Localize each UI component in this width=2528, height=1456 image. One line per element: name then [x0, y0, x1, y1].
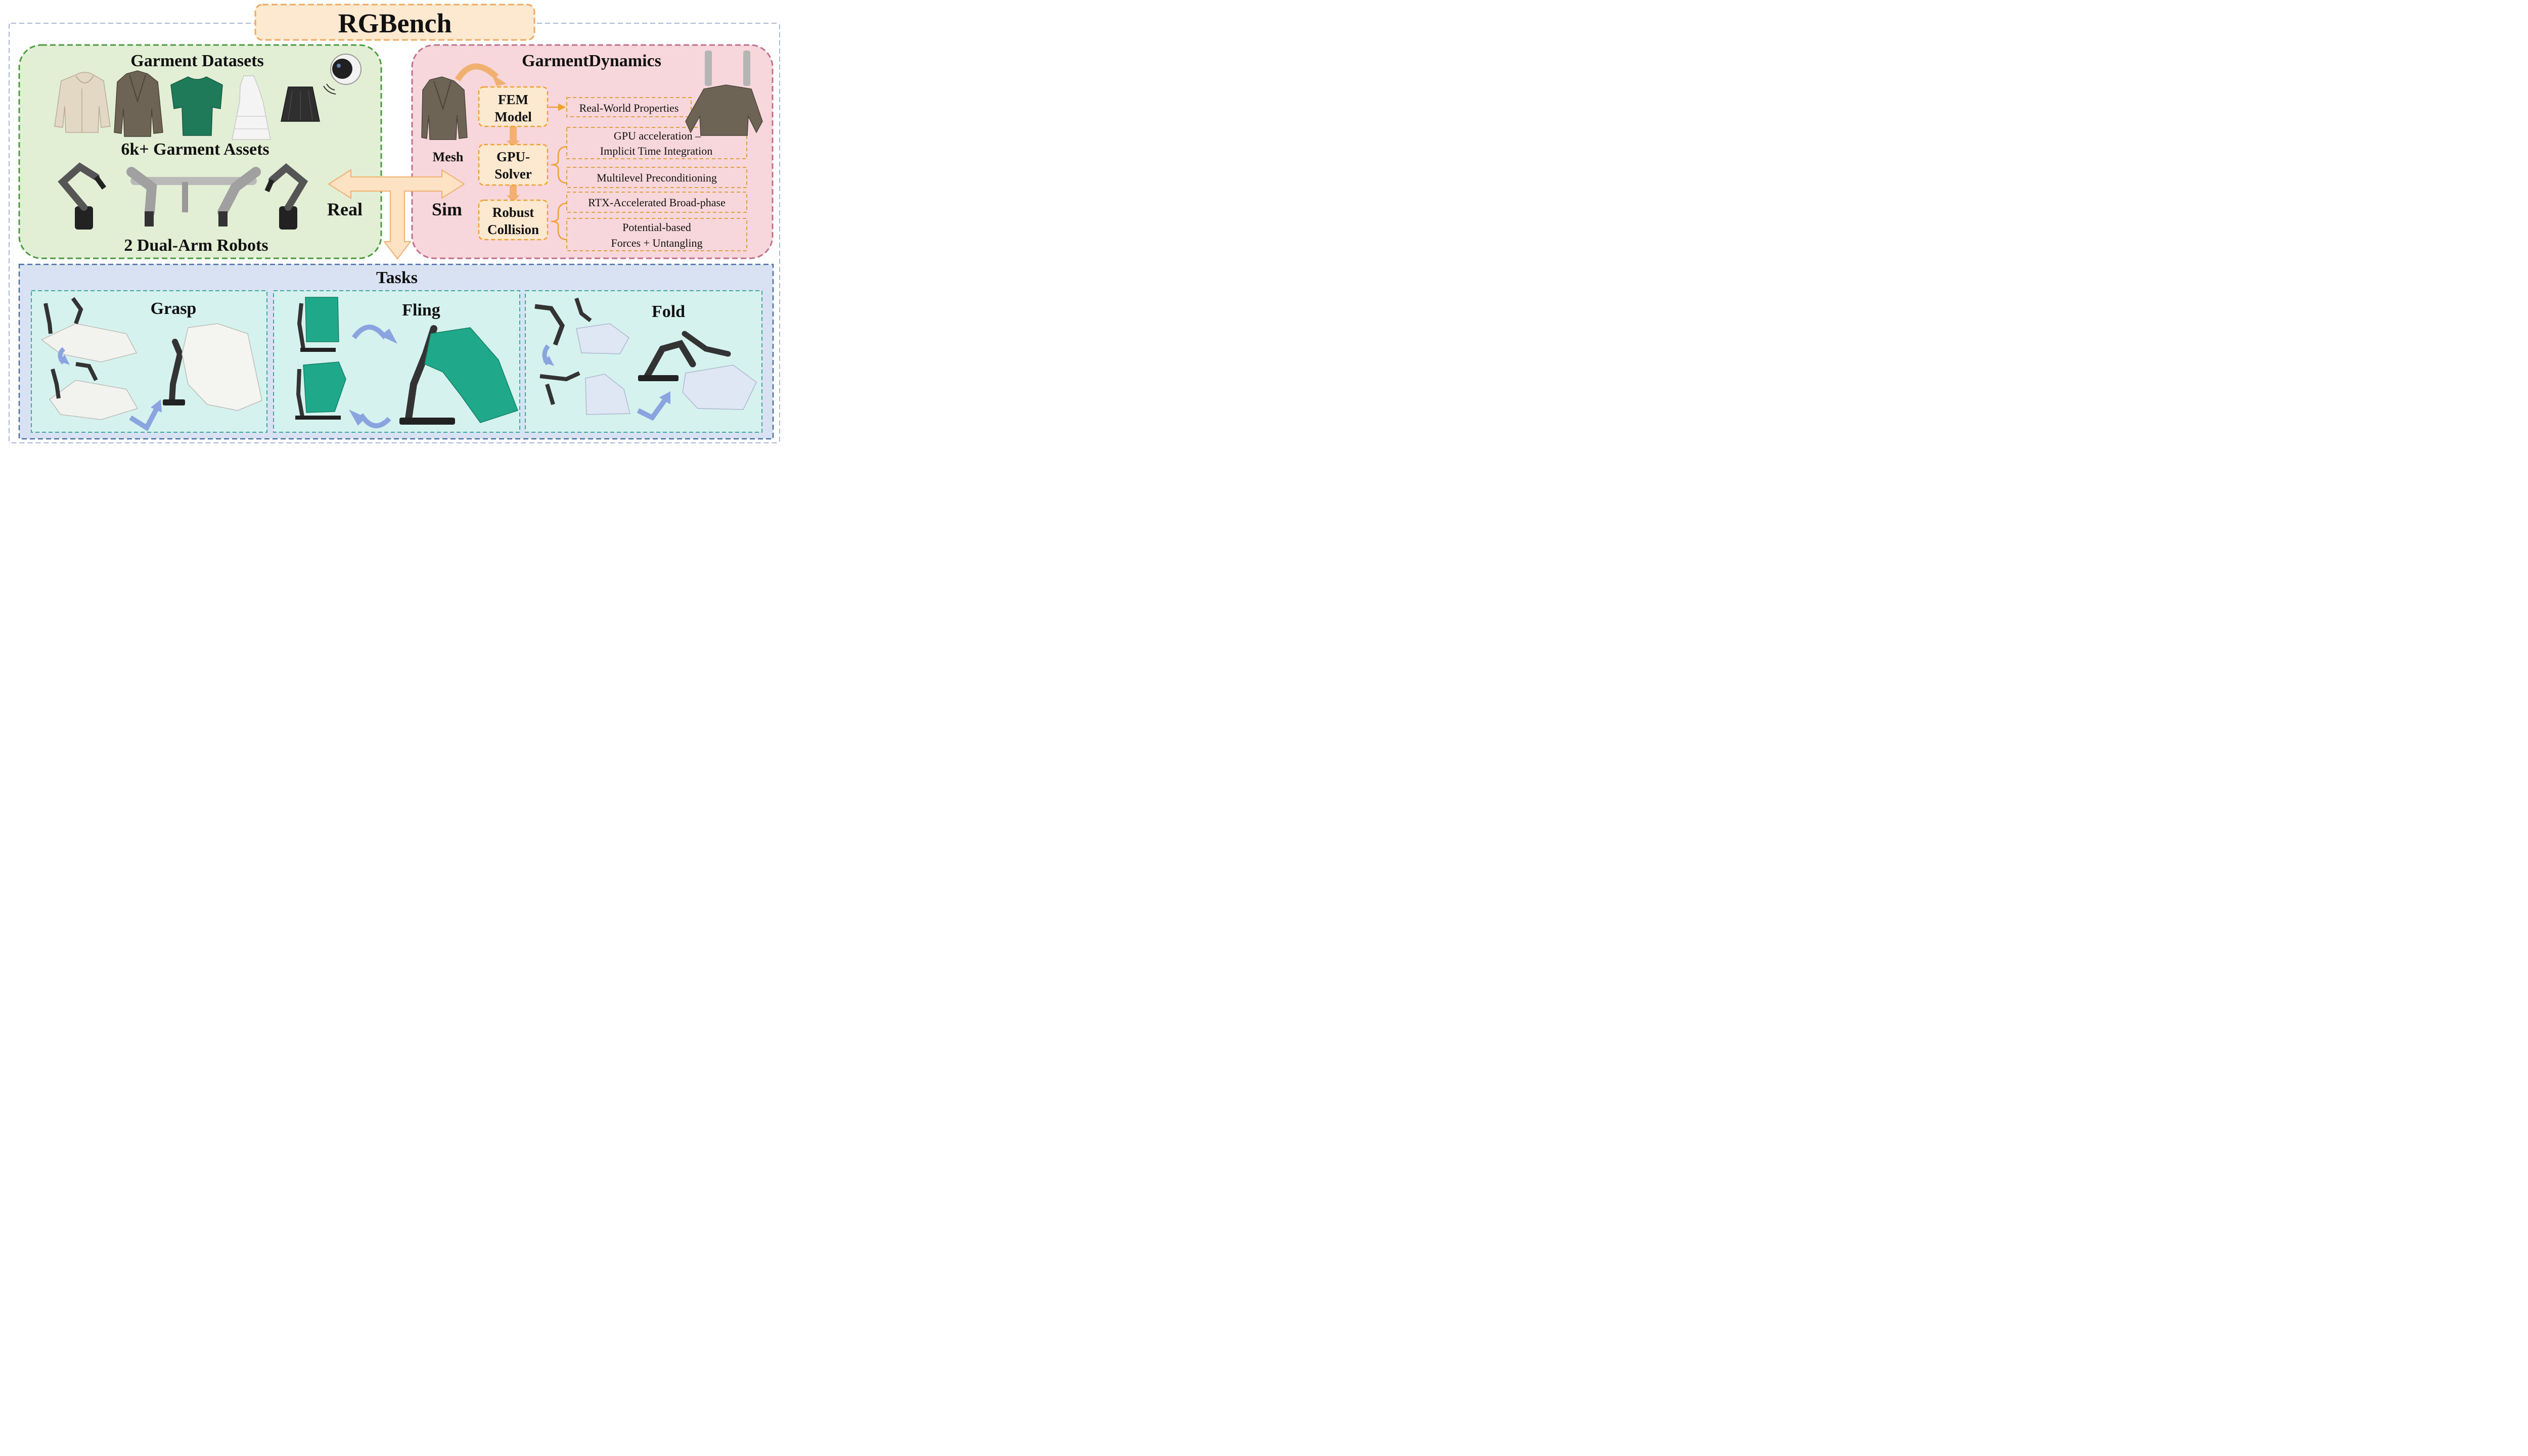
- real-label: Real: [327, 199, 363, 219]
- real-world-properties-box: Real-World Properties: [566, 97, 692, 117]
- datasets-title: Garment Datasets: [130, 52, 263, 70]
- pleated-skirt-image: [281, 86, 320, 122]
- title-box: [254, 4, 535, 41]
- grasp-label: Grasp: [151, 299, 197, 318]
- real-sim-arrow: [328, 169, 465, 260]
- mesh-jacket-image: [421, 76, 468, 140]
- scanner-icon: [323, 54, 362, 95]
- blazer-image: [114, 70, 163, 137]
- fling-task-panel: Fling: [273, 290, 520, 433]
- gpu-solver-node: GPU- Solver: [478, 144, 549, 186]
- grasp-arrow-right: [129, 407, 159, 432]
- fold-task-panel: Fold: [525, 290, 762, 433]
- svg-text:RTX-Accelerated Broad-phase: RTX-Accelerated Broad-phase: [588, 196, 726, 209]
- mesh-to-fem-arrow: [455, 63, 499, 82]
- gpu-acceleration-box: GPU acceleration – Implicit Time Integra…: [566, 127, 747, 159]
- svg-text:Potential-based: Potential-based: [622, 221, 691, 234]
- fem-model-node: FEM Model: [478, 86, 549, 127]
- svg-text:Model: Model: [494, 109, 532, 124]
- tshirt-image: [170, 76, 223, 136]
- svg-text:Robust: Robust: [492, 205, 534, 220]
- page-title: RGBench: [338, 8, 452, 38]
- dynamics-title: GarmentDynamics: [522, 52, 661, 70]
- grasp-task-panel: Grasp: [31, 290, 267, 433]
- fold-arrow-up: [637, 398, 668, 421]
- single-arm-robot-left: [58, 162, 107, 230]
- svg-text:GPU acceleration –: GPU acceleration –: [614, 129, 701, 142]
- dual-arm-robot-center: [126, 167, 261, 226]
- tasks-title: Tasks: [376, 268, 418, 287]
- garment-datasets-panel: Garment Datasets: [18, 44, 382, 259]
- single-arm-robot-right: [264, 163, 308, 230]
- collision-brace: [551, 202, 568, 241]
- svg-text:Multilevel Preconditioning: Multilevel Preconditioning: [597, 171, 717, 184]
- svg-text:Implicit Time Integration: Implicit Time Integration: [600, 145, 712, 157]
- dual-arm-robots-label: 2 Dual-Arm Robots: [124, 236, 268, 255]
- robust-collision-node: Robust Collision: [478, 199, 549, 241]
- garment-assets-label: 6k+ Garment Assets: [121, 140, 269, 159]
- fling-arrow-top: [351, 325, 387, 340]
- svg-text:Real-World Properties: Real-World Properties: [579, 102, 679, 114]
- svg-text:FEM: FEM: [498, 92, 528, 107]
- mesh-label: Mesh: [433, 150, 464, 164]
- hoodie-image: [54, 72, 111, 133]
- potential-forces-box: Potential-based Forces + Untangling: [566, 218, 747, 251]
- svg-text:GPU-: GPU-: [496, 149, 530, 164]
- svg-text:Solver: Solver: [494, 166, 532, 181]
- svg-text:Forces + Untangling: Forces + Untangling: [611, 237, 702, 249]
- dress-image: [232, 75, 271, 140]
- garment-dynamics-panel: GarmentDynamics Mesh Sim FEM Model GPU- …: [411, 44, 774, 259]
- fold-label: Fold: [652, 302, 685, 321]
- multilevel-preconditioning-box: Multilevel Preconditioning: [566, 167, 747, 188]
- fling-label: Fling: [402, 301, 440, 320]
- rgbench-diagram: RGBench Garment Datasets: [9, 4, 780, 443]
- tasks-panel: Tasks Grasp Fling: [18, 263, 774, 440]
- gpu-brace: [551, 146, 568, 184]
- sim-robot-jacket-image: [685, 51, 763, 136]
- svg-text:Collision: Collision: [487, 222, 539, 237]
- sim-label: Sim: [432, 199, 462, 219]
- rtx-broadphase-box: RTX-Accelerated Broad-phase: [566, 192, 747, 213]
